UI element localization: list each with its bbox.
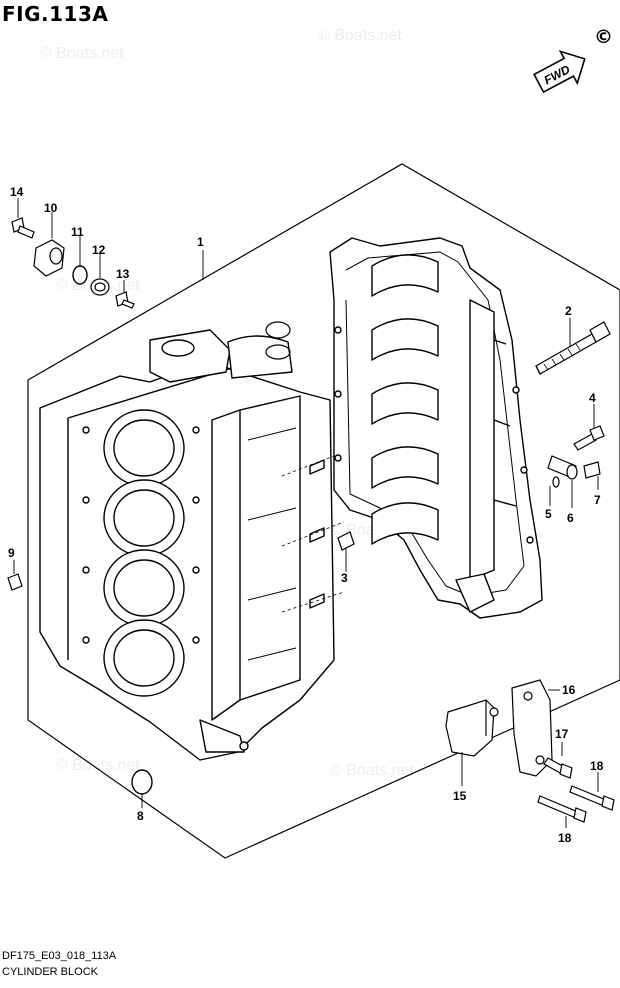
part-18-bolt-upper	[569, 785, 615, 811]
callout-18-upper: 18	[590, 759, 604, 773]
callout-14: 14	[10, 185, 24, 199]
fwd-arrow-icon: FWD	[533, 50, 586, 94]
drawing-caption: CYLINDER BLOCK	[2, 966, 98, 978]
watermark-text: © Boats.net	[318, 27, 402, 44]
callout-3: 3	[341, 571, 348, 585]
part-9-dowel	[7, 573, 23, 591]
cylinder-block	[39, 329, 335, 761]
drawing-code: DF175_E03_018_113A	[2, 950, 117, 962]
callout-7: 7	[594, 493, 601, 507]
callout-1: 1	[197, 235, 204, 249]
callout-5: 5	[545, 507, 552, 521]
callout-9: 9	[8, 546, 15, 560]
part-16-plate	[511, 679, 553, 777]
callout-8: 8	[137, 809, 144, 823]
part-8-o-ring	[131, 769, 153, 795]
callout-4: 4	[589, 391, 596, 405]
callout-2: 2	[565, 304, 572, 318]
assembly-frame	[27, 163, 620, 859]
part-7-plug	[583, 461, 601, 479]
part-4-bolt	[573, 425, 605, 451]
callout-15: 15	[453, 789, 467, 803]
callout-numbers: 1 2 3 4 5 6 7 8 9 10 11 12 13 14 15 16 1…	[8, 185, 604, 845]
part-15-bracket	[445, 699, 499, 757]
part-3-dowel	[337, 531, 355, 551]
callout-17: 17	[555, 727, 569, 741]
callout-18-lower: 18	[558, 831, 572, 845]
callout-10: 10	[44, 201, 58, 215]
part-6-fitting	[547, 455, 578, 480]
part-14-bolt	[11, 217, 35, 239]
top-cap-and-gasket	[265, 321, 291, 360]
crankcase-housing	[329, 237, 543, 619]
copyright-mark: ©	[594, 26, 613, 48]
part-2-long-bolt	[535, 321, 611, 375]
watermark-text: © Boats.net	[56, 757, 140, 774]
callout-6: 6	[567, 511, 574, 525]
watermark-text: © Boats.net	[40, 45, 124, 62]
callout-16: 16	[562, 683, 576, 697]
leader-lines	[13, 198, 599, 828]
part-10-cap	[33, 239, 65, 277]
part-17-bolt	[543, 757, 573, 779]
part-5-o-ring	[552, 476, 560, 488]
callout-13: 13	[116, 267, 130, 281]
part-13-bolt	[115, 291, 135, 309]
watermark-text: © Boats.net	[330, 762, 414, 779]
part-12-plug	[90, 278, 110, 296]
figure-title: FIG.113A	[2, 2, 109, 26]
callout-12: 12	[92, 243, 106, 257]
part-18-bolt-lower	[537, 795, 587, 823]
callout-11: 11	[71, 225, 84, 239]
